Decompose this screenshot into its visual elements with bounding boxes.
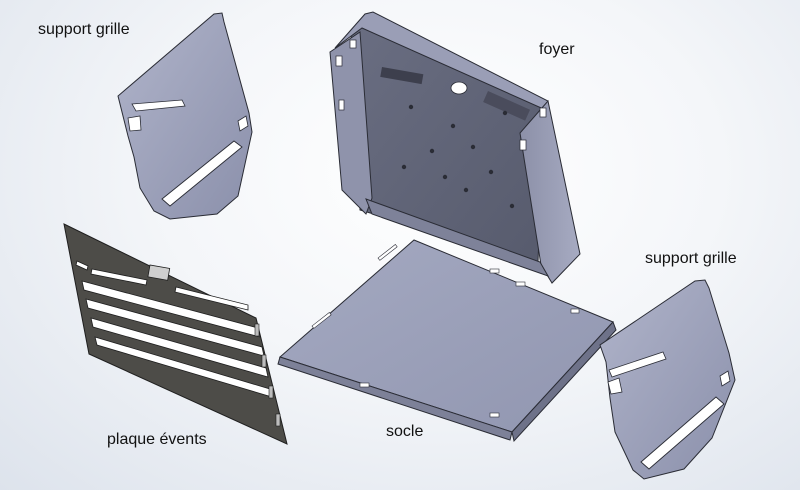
support-grille-left-part [117,12,253,220]
foyer-part [329,11,581,284]
plaque-events-part [63,223,288,445]
socle-part [277,239,617,443]
support-grille-right-part [599,279,736,480]
label-support-grille-right: support grille [645,250,737,267]
label-support-grille-left: support grille [38,21,130,38]
label-socle: socle [386,423,424,440]
label-foyer: foyer [539,41,575,58]
label-plaque-events: plaque évents [107,431,207,448]
